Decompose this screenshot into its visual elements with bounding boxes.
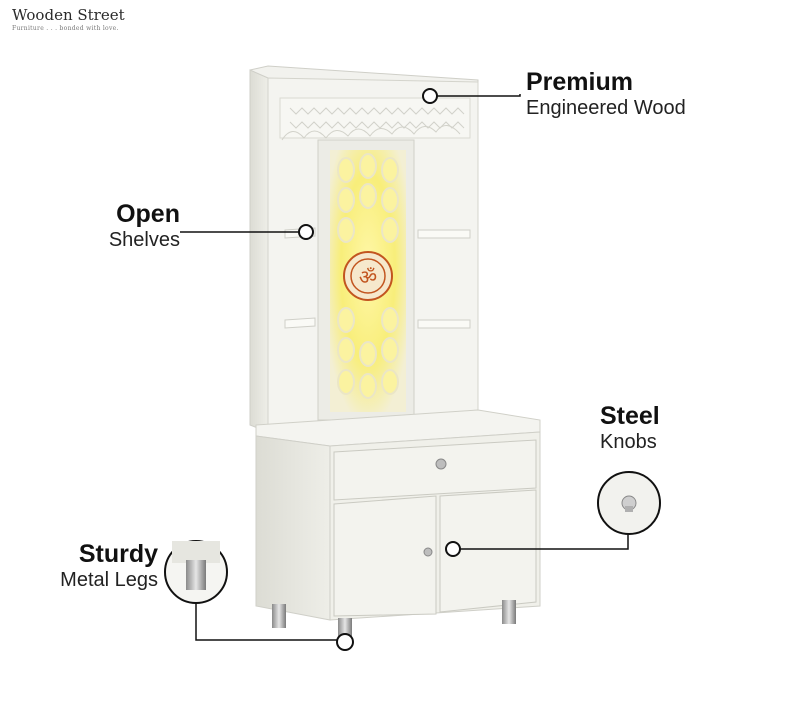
callout-lines (180, 94, 629, 641)
brand-tagline: Furniture . . . bonded with love. (12, 25, 119, 32)
upper-hutch (249, 65, 479, 433)
steel-knob-zoom (597, 471, 661, 535)
drawer-knob-icon (435, 458, 447, 470)
callout-dots (298, 88, 461, 651)
callout-sturdy-subtitle: Metal Legs (60, 568, 158, 591)
jali-pattern (281, 107, 465, 141)
callout-sturdy: Sturdy Metal Legs (46, 540, 158, 592)
brand-logo: Wooden Street Furniture . . . bonded wit… (12, 6, 125, 32)
callout-premium-subtitle: Engineered Wood (526, 96, 686, 119)
callout-open-title: Open (116, 200, 180, 228)
brand-name: Wooden Street (12, 6, 125, 24)
callout-steel-subtitle: Knobs (600, 430, 657, 453)
om-symbol-icon: ॐ (359, 265, 377, 289)
callout-steel-title: Steel (600, 402, 660, 430)
callout-open: Open Shelves (104, 200, 180, 252)
door-knob-icon (423, 547, 433, 557)
callout-open-subtitle: Shelves (108, 228, 180, 251)
callout-sturdy-title: Sturdy (78, 540, 158, 568)
callout-premium-title: Premium (526, 68, 633, 96)
callout-steel: Steel Knobs (600, 402, 660, 454)
metal-leg-zoom (164, 540, 228, 604)
callout-premium: Premium Engineered Wood (526, 68, 686, 120)
base-cabinet (255, 409, 541, 621)
glowing-om-panel: ॐ (317, 139, 415, 421)
